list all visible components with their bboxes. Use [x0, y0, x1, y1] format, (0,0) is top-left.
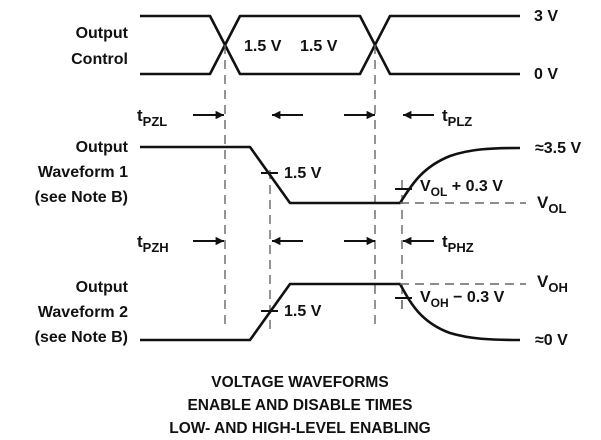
waveform2-label: Output Waveform 2 (see Note B)	[35, 279, 129, 346]
control-high-level: 3 V	[534, 8, 558, 25]
tphz-timing: tPHZ	[344, 232, 474, 255]
caption-line2: ENABLE AND DISABLE TIMES	[187, 397, 412, 414]
control-threshold-right: 1.5 V	[300, 38, 338, 55]
output-control-label-line2: Control	[71, 51, 128, 68]
tpzh-label: tPZH	[137, 232, 169, 255]
output-control-label: Output Control	[71, 25, 129, 68]
caption-line1: VOLTAGE WAVEFORMS	[211, 374, 388, 391]
control-threshold-left: 1.5 V	[244, 38, 282, 55]
tpzl-timing: tPZL	[137, 106, 303, 129]
waveform1-label-line3: (see Note B)	[35, 189, 128, 206]
output-control-waveform	[140, 14, 520, 76]
tplz-label: tPLZ	[442, 106, 472, 129]
waveform2-label-line2: Waveform 2	[38, 304, 128, 321]
waveform1-trace	[140, 145, 521, 205]
waveform2-label-line3: (see Note B)	[35, 329, 128, 346]
tplz-timing: tPLZ	[344, 106, 472, 129]
wf2-offset-label: VOH − 0.3 V	[420, 289, 505, 310]
waveform2-label-line1: Output	[76, 279, 129, 296]
wf1-high-level: ≈3.5 V	[535, 140, 581, 157]
wf1-offset-label: VOL + 0.3 V	[420, 178, 503, 199]
caption-line3: LOW- AND HIGH-LEVEL ENABLING	[169, 420, 430, 437]
wf1-threshold-label: 1.5 V	[284, 165, 322, 182]
wf2-low-level: ≈0 V	[535, 332, 568, 349]
output-control-label-line1: Output	[76, 25, 129, 42]
output-control-trace-a	[140, 14, 520, 76]
tpzl-label: tPZL	[137, 106, 167, 129]
waveform1-label: Output Waveform 1 (see Note B)	[35, 139, 129, 206]
tpzh-timing: tPZH	[137, 232, 303, 255]
waveform1-label-line2: Waveform 1	[38, 164, 128, 181]
waveform2-trace	[140, 282, 521, 342]
waveform1-label-line1: Output	[76, 139, 129, 156]
wf2-high-level: VOH	[537, 272, 568, 295]
figure-caption: VOLTAGE WAVEFORMS ENABLE AND DISABLE TIM…	[169, 374, 430, 437]
tphz-label: tPHZ	[442, 232, 474, 255]
control-low-level: 0 V	[534, 66, 558, 83]
wf1-low-level: VOL	[537, 193, 566, 216]
wf2-threshold-label: 1.5 V	[284, 303, 322, 320]
output-control-trace-b	[140, 14, 520, 76]
